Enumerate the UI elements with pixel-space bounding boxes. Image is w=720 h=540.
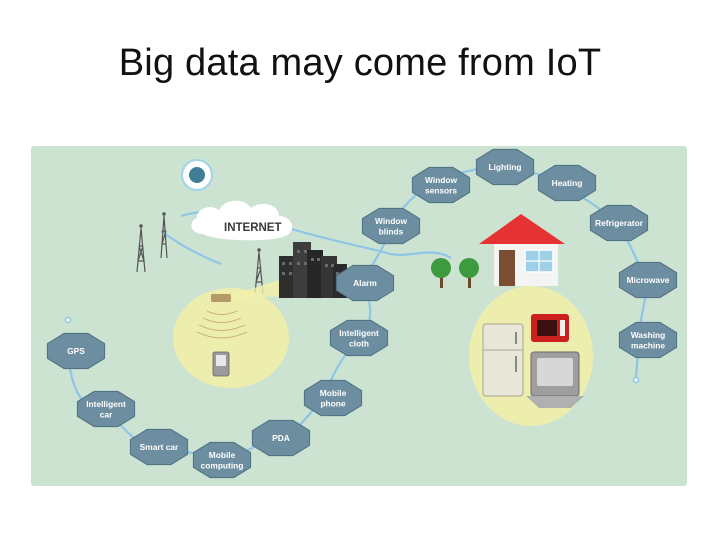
node-label: Window <box>425 175 458 185</box>
internet-label: INTERNET <box>224 222 282 234</box>
node-shape <box>192 441 252 479</box>
node-shape <box>129 428 189 466</box>
router-icon <box>196 294 248 339</box>
node-label: blinds <box>379 226 404 236</box>
node-label: Smart car <box>140 442 179 452</box>
node-label: Refrigerator <box>595 218 644 228</box>
handheld-device-icon <box>212 351 230 377</box>
node-label: sensors <box>425 185 457 195</box>
node-shape <box>46 332 106 370</box>
node-alarm: Alarm <box>335 264 395 302</box>
node-label: Intelligent <box>339 328 379 338</box>
node-shape <box>251 419 311 457</box>
node-microwave: Microwave <box>618 261 678 299</box>
internet-cloud-icon: INTERNET <box>191 200 293 241</box>
node-shape <box>589 204 649 242</box>
node-label: Microwave <box>627 275 670 285</box>
microwave-oven-icon <box>531 314 569 342</box>
node-label: Mobile <box>320 388 347 398</box>
node-gps: GPS <box>46 332 106 370</box>
node-label: phone <box>320 398 345 408</box>
node-shape <box>361 207 421 245</box>
node-label: GPS <box>67 346 85 356</box>
node-label: Lighting <box>488 162 521 172</box>
link-dot <box>64 316 72 324</box>
node-label: car <box>100 409 113 419</box>
node-shape <box>411 166 471 204</box>
node-pda: PDA <box>251 419 311 457</box>
slide-title: Big data may come from IoT <box>118 42 602 84</box>
wireless-glow <box>173 288 289 388</box>
node-label: Alarm <box>353 278 377 288</box>
satellite-icon <box>181 159 213 191</box>
tree-icon <box>431 258 479 288</box>
node-label: machine <box>631 340 665 350</box>
node-label: Heating <box>552 178 583 188</box>
node-shape <box>475 148 535 186</box>
node-heating: Heating <box>537 164 597 202</box>
cell-tower-icon <box>136 212 264 295</box>
node-shape <box>76 390 136 428</box>
node-label: Mobile <box>209 450 236 460</box>
iot-diagram-panel: INTERNET <box>31 146 687 486</box>
node-shape <box>329 319 389 357</box>
node-label: computing <box>201 460 244 470</box>
iot-diagram: INTERNET <box>46 148 678 479</box>
node-shape <box>537 164 597 202</box>
fridge-icon <box>482 323 524 397</box>
node-label: Window <box>375 216 408 226</box>
house-icon <box>479 214 565 286</box>
node-shape <box>303 379 363 417</box>
node-shape <box>618 321 678 359</box>
node-refrigerator: Refrigerator <box>589 204 649 242</box>
node-shape <box>335 264 395 302</box>
node-label: cloth <box>349 338 369 348</box>
washing-machine-icon <box>526 351 584 408</box>
link-dot <box>632 376 640 384</box>
node-label: Intelligent <box>86 399 126 409</box>
node-label: PDA <box>272 433 290 443</box>
node-lighting: Lighting <box>475 148 535 186</box>
node-smart-car: Smart car <box>129 428 189 466</box>
node-shape <box>618 261 678 299</box>
node-label: Washing <box>631 330 666 340</box>
